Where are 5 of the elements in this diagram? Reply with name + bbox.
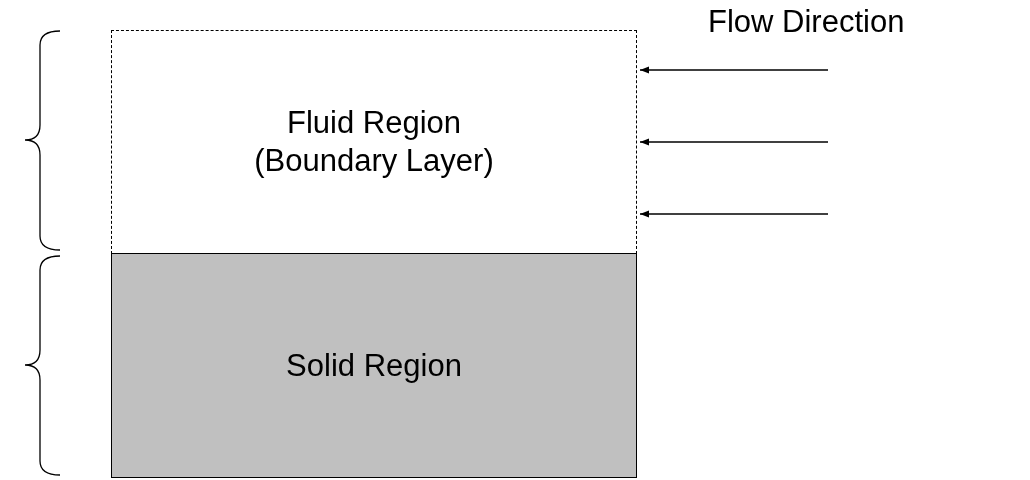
flow-direction-label: Flow Direction [708, 4, 905, 40]
solid-region-box [111, 253, 637, 478]
region-label: Fluid Region [286, 104, 461, 142]
region-label: (Boundary Layer) [254, 142, 494, 180]
region-label: Solid Region [286, 346, 462, 385]
